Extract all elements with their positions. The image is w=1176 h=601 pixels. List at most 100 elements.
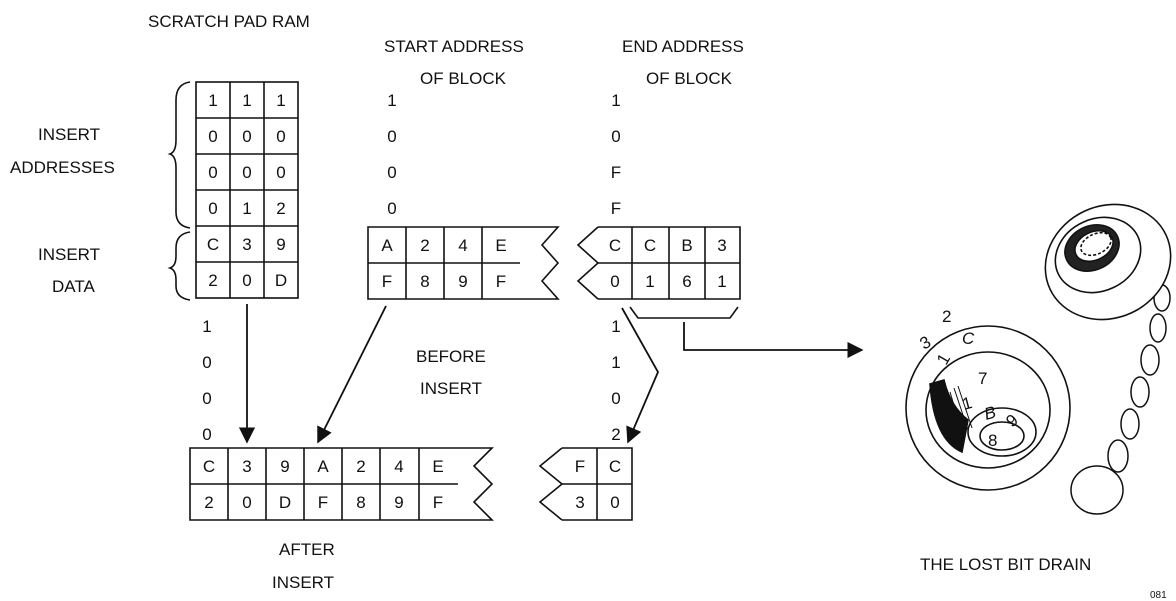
figure-code: 081 [1150, 590, 1167, 601]
end-address-bit: F [611, 163, 621, 182]
start-address-bit: 0 [387, 163, 396, 182]
end-address-bit: 1 [611, 91, 620, 110]
after-right-bits: 1 1 0 2 [611, 317, 620, 444]
flow-arrows [238, 304, 864, 444]
before-end-block [576, 226, 741, 300]
scratch-pad-ram-grid [195, 81, 299, 299]
spilled-digit: 8 [988, 431, 997, 450]
after-cell: A [317, 457, 329, 476]
after-right-bit: 1 [611, 353, 620, 372]
before-start-cell: E [495, 236, 506, 255]
torn-edge [458, 447, 494, 521]
insert-data-label-line1: INSERT [38, 245, 100, 264]
before-start-cell: F [496, 272, 506, 291]
start-address-bit: 1 [387, 91, 396, 110]
data-cell: C [207, 235, 219, 254]
overflow-bracket [629, 306, 739, 319]
end-address-bit: F [611, 199, 621, 218]
before-start-cell: 9 [458, 272, 467, 291]
before-start-cells: A 2 4 E F 8 9 F [381, 236, 506, 291]
after-cell: 0 [242, 493, 251, 512]
plug-chain [1070, 284, 1171, 515]
after-end-block [538, 447, 633, 521]
after-insert-label-line1: AFTER [279, 540, 335, 559]
data-cell: 0 [242, 271, 251, 290]
torn-edge [538, 447, 564, 521]
scratch-pad-ram-label: SCRATCH PAD RAM [148, 12, 310, 31]
before-start-cell: 8 [420, 272, 429, 291]
addr-cell: 0 [276, 127, 285, 146]
after-cell: D [279, 493, 291, 512]
start-address-bit: 0 [387, 127, 396, 146]
after-cell: E [432, 457, 443, 476]
torn-edge [576, 226, 600, 300]
after-end-cell: 0 [610, 493, 619, 512]
insert-addresses-brace [167, 81, 191, 229]
before-end-cell: 0 [610, 272, 619, 291]
before-end-cell: B [681, 236, 692, 255]
addr-cell: 1 [276, 91, 285, 110]
insert-data-label-line2: DATA [52, 277, 95, 296]
after-left-bit: 0 [202, 353, 211, 372]
start-address-label-line2: OF BLOCK [420, 69, 507, 88]
before-end-cells: C C B 3 0 1 6 1 [609, 236, 727, 291]
after-cell: F [318, 493, 328, 512]
after-right-bit: 2 [611, 425, 620, 444]
before-insert-label-line2: INSERT [420, 379, 482, 398]
before-end-cell: C [644, 236, 656, 255]
after-insert-label-line2: INSERT [272, 573, 334, 592]
after-end-cell: C [609, 457, 621, 476]
after-cell: 2 [356, 457, 365, 476]
addr-cell: 2 [276, 199, 285, 218]
after-cell: F [433, 493, 443, 512]
addr-cell: 0 [242, 127, 251, 146]
after-end-cell: 3 [575, 493, 584, 512]
after-left-bit: 0 [202, 389, 211, 408]
after-end-cells: F C 3 0 [575, 457, 621, 512]
spilled-digit: B [982, 403, 998, 424]
spilled-digit: 7 [978, 369, 987, 388]
after-cell: 3 [242, 457, 251, 476]
data-cell: 3 [242, 235, 251, 254]
addr-cell: 1 [242, 91, 251, 110]
before-end-cell: 1 [717, 272, 726, 291]
end-address-label-line1: END ADDRESS [622, 37, 744, 56]
addr-cell: 0 [242, 163, 251, 182]
after-end-cell: F [575, 457, 585, 476]
after-cell: 8 [356, 493, 365, 512]
addr-cell: 0 [208, 127, 217, 146]
after-left-bit: 0 [202, 425, 211, 444]
end-block-shift-arrow [621, 307, 660, 444]
drain-bowl [905, 325, 1071, 491]
after-cell: 4 [394, 457, 403, 476]
insert-data-brace [167, 231, 191, 301]
after-cell: 9 [394, 493, 403, 512]
end-address-bits: 1 0 F F [611, 91, 621, 218]
end-address-label-line2: OF BLOCK [646, 69, 733, 88]
insert-data-cells: C 3 9 2 0 D [207, 235, 287, 290]
spilled-digit: C [962, 329, 975, 348]
before-start-cell: F [382, 272, 392, 291]
after-right-bit: 1 [611, 317, 620, 336]
before-end-cell: C [609, 236, 621, 255]
start-address-bits: 1 0 0 0 [387, 91, 396, 218]
lost-bits-arrow [683, 322, 864, 359]
after-cell: 9 [280, 457, 289, 476]
addr-cell: 1 [242, 199, 251, 218]
after-block-cells: C 3 9 A 2 4 E 2 0 D F 8 9 F [203, 457, 444, 512]
after-left-bit: 1 [202, 317, 211, 336]
start-address-bit: 0 [387, 199, 396, 218]
insert-addresses-label-line2: ADDRESSES [10, 158, 115, 177]
drain-stopper [1044, 203, 1172, 321]
start-address-label-line1: START ADDRESS [384, 37, 524, 56]
before-end-cell: 1 [645, 272, 654, 291]
addr-cell: 0 [208, 163, 217, 182]
before-insert-label-line1: BEFORE [416, 347, 486, 366]
addr-cell: 0 [276, 163, 285, 182]
data-cell: D [275, 271, 287, 290]
addr-cell: 0 [208, 199, 217, 218]
before-start-cell: 2 [420, 236, 429, 255]
drain-illustration: 3 2 C 1 7 1 B 9 8 [905, 203, 1172, 515]
before-start-cell: 4 [458, 236, 467, 255]
